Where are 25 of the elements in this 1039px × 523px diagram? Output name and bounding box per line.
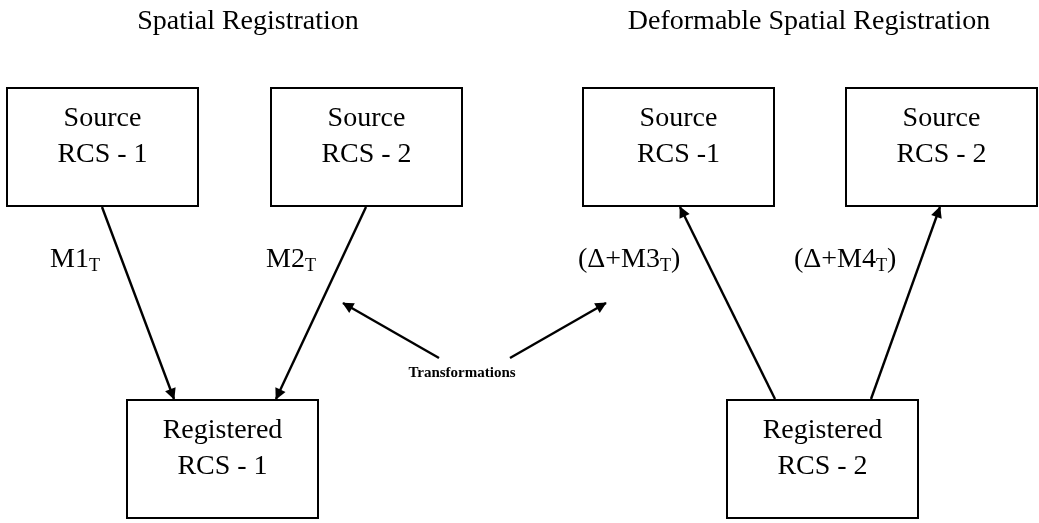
box-text: Source RCS - 2 [320, 100, 413, 171]
leader-arrow [342, 301, 440, 360]
process-box [582, 87, 775, 207]
arrow [678, 206, 777, 400]
arrow [869, 206, 942, 400]
heading: Spatial Registration [137, 4, 359, 36]
arrow [274, 206, 368, 400]
process-box [6, 87, 199, 207]
edge-label: (Δ+M3$_{T}$) [578, 242, 681, 274]
leader-arrow [509, 301, 607, 360]
edge-label: (Δ+M4$_{T}$) [794, 242, 897, 274]
box-text: Registered RCS - 2 [761, 412, 884, 483]
annotation-text: Transformations [408, 363, 516, 381]
process-box [845, 87, 1038, 207]
box-text: Source RCS -1 [635, 100, 722, 171]
process-box [270, 87, 463, 207]
process-box [726, 399, 919, 519]
box-text: Registered RCS - 1 [161, 412, 284, 483]
edge-label: M1$_{T}$ [50, 242, 100, 274]
box-text: Source RCS - 2 [895, 100, 988, 171]
process-box [126, 399, 319, 519]
edge-label: M2$_{T}$ [266, 242, 316, 274]
heading: Deformable Spatial Registration [627, 4, 991, 36]
arrow [100, 206, 176, 400]
box-text: Source RCS - 1 [56, 100, 149, 171]
